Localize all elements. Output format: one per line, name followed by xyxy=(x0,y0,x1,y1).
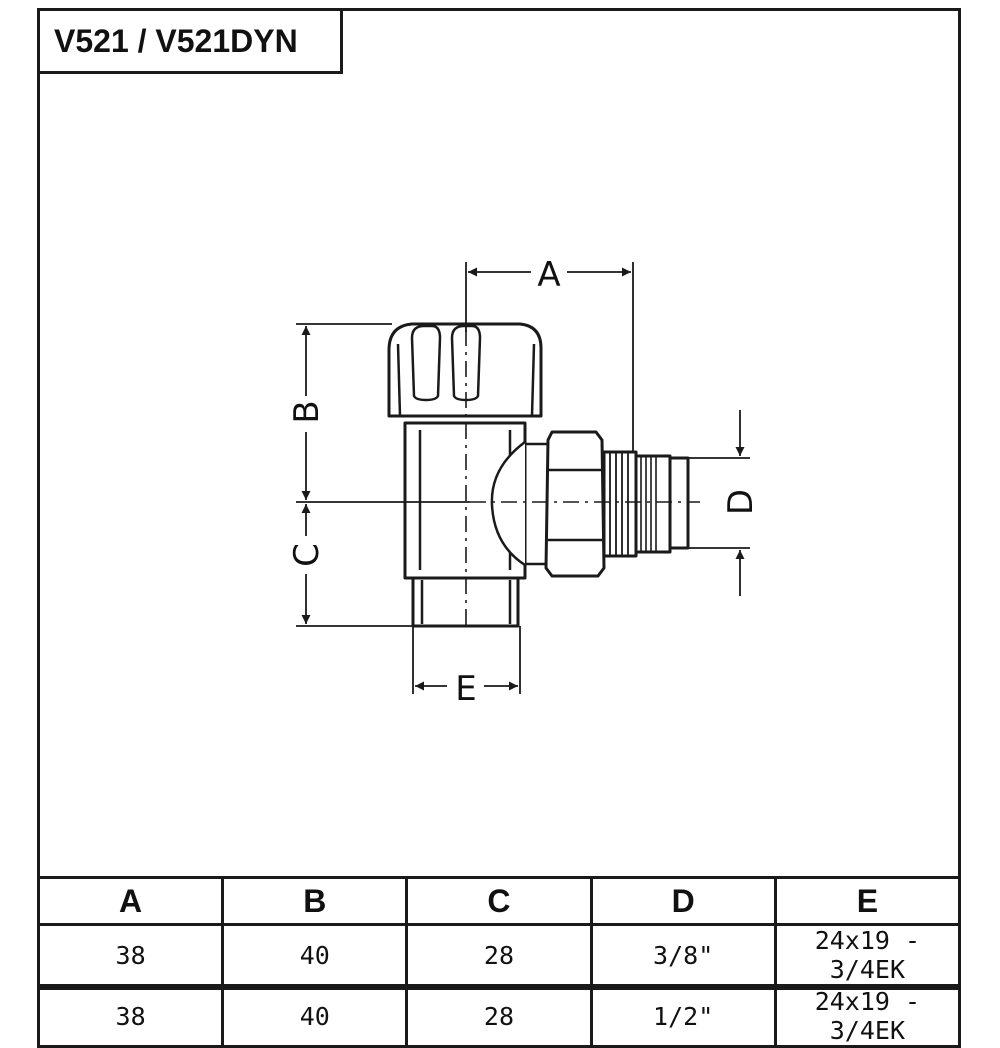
table-header: E xyxy=(773,876,962,926)
table-cell: 40 xyxy=(221,923,409,987)
side-boss xyxy=(490,440,526,567)
table-header-row: A B C D E xyxy=(36,876,962,926)
dimension-label-e: E xyxy=(455,669,476,709)
thread-lines xyxy=(640,456,657,552)
table-cell: 24x19 - 3/4EK xyxy=(773,984,962,1048)
dimension-label-c: C xyxy=(287,543,327,567)
cap-slot xyxy=(450,324,482,402)
valve-outline xyxy=(387,322,690,628)
cap-ridge xyxy=(530,343,536,417)
valve-cap xyxy=(387,322,543,418)
table-header: D xyxy=(589,876,777,926)
table-cell: 38 xyxy=(36,984,225,1048)
extension-lines xyxy=(296,262,750,694)
hex-neck xyxy=(525,442,548,566)
dimension-label-b: B xyxy=(287,400,327,423)
table-cell: 40 xyxy=(221,984,409,1048)
hex-nut xyxy=(544,430,606,578)
tailpiece xyxy=(602,450,638,558)
connector-end xyxy=(668,456,690,550)
dimensions-table: A B C D E 38 40 28 3/8" 24x19 - 3/4EK 38… xyxy=(36,876,962,1048)
table-cell: 3/8" xyxy=(589,923,777,987)
dimension-label-a: A xyxy=(537,255,560,295)
table-cell: 28 xyxy=(405,923,593,987)
cap-ridge xyxy=(396,343,402,417)
title-box: V521 / V521DYN xyxy=(37,8,343,74)
dimension-label-d: D xyxy=(721,489,761,515)
table-header: A xyxy=(36,876,225,926)
table-cell: 1/2" xyxy=(589,984,777,1048)
table-row: 38 40 28 3/8" 24x19 - 3/4EK xyxy=(36,923,962,987)
cap-slot xyxy=(410,324,442,402)
valve-drawing: A B C D E xyxy=(287,255,761,709)
page-title: V521 / V521DYN xyxy=(54,22,298,59)
table-cell: 28 xyxy=(405,984,593,1048)
table-header: C xyxy=(405,876,593,926)
thread-lines xyxy=(609,452,629,556)
center-lines xyxy=(465,330,700,630)
dimension-lines xyxy=(301,267,745,691)
table-header: B xyxy=(221,876,409,926)
table-cell: 24x19 - 3/4EK xyxy=(773,923,962,987)
table-row: 38 40 28 1/2" 24x19 - 3/4EK xyxy=(36,984,962,1048)
table-cell: 38 xyxy=(36,923,225,987)
